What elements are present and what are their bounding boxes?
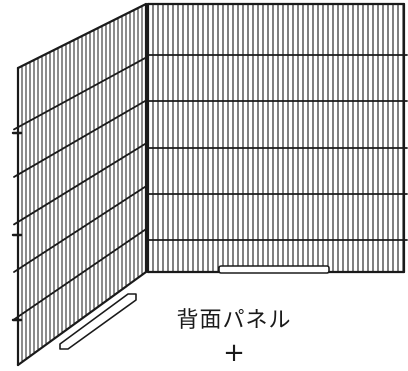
side-wire-panel <box>11 2 148 367</box>
side-horizontal-bar <box>13 142 147 226</box>
back-wire-panel <box>146 2 408 274</box>
side-panel-foot <box>59 293 137 350</box>
back-panel-foot <box>218 265 330 274</box>
side-horizontal-bar <box>13 99 147 178</box>
plus-sign: + <box>223 338 245 368</box>
side-horizontal-bar <box>13 185 147 273</box>
side-horizontal-bar <box>13 228 147 321</box>
panel-feet <box>59 265 330 350</box>
side-horizontal-bar <box>13 56 147 131</box>
caption-back-panel: 背面パネル <box>176 308 292 333</box>
